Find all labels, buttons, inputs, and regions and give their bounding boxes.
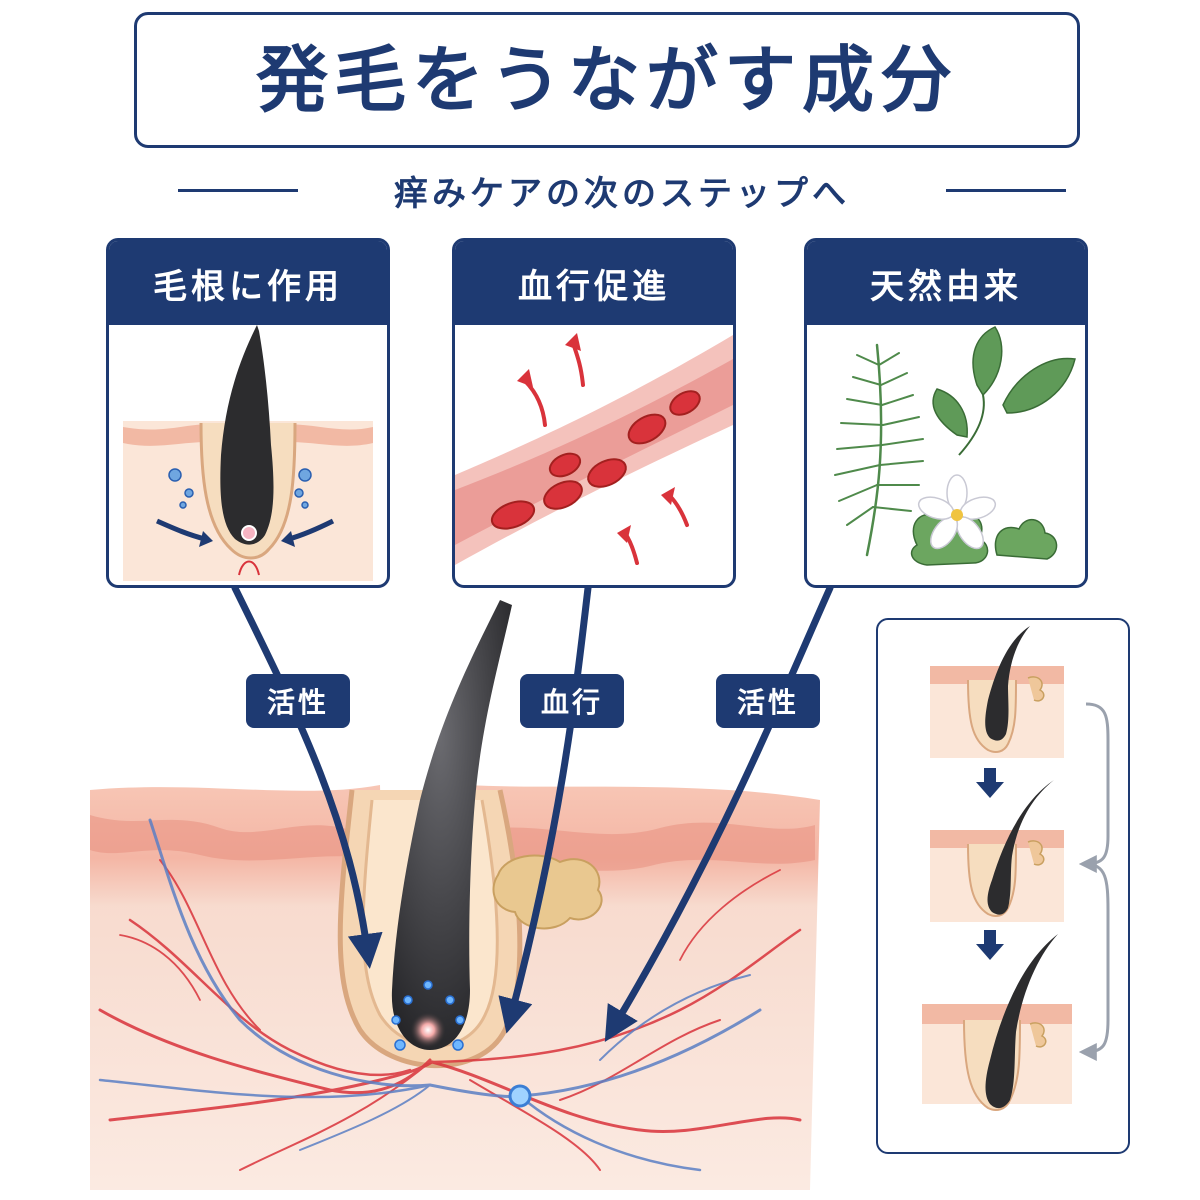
hair-strand (391, 600, 512, 1051)
subtitle-rule-left (178, 188, 298, 192)
hair-growth-cycle-panel (876, 618, 1130, 1154)
card-body-circulation (455, 325, 733, 585)
subtitle: 痒みケアの次のステップへ (394, 173, 850, 214)
hair-follicle-icon (123, 325, 373, 581)
subtitle-rule-right (946, 188, 1066, 192)
herb-icon (834, 326, 1076, 566)
card-natural: 天然由来 (804, 238, 1088, 588)
cycle-stage-3 (922, 934, 1072, 1111)
cycle-return-arrows (1078, 702, 1110, 1061)
card-title-circulation: 血行促進 (455, 241, 733, 325)
card-hair-root: 毛根に作用 (106, 238, 390, 588)
hair-growth-cycle (922, 626, 1110, 1111)
cycle-stage-1 (930, 626, 1064, 758)
card-title-natural: 天然由来 (807, 241, 1085, 325)
cycle-arrow-down-2 (976, 930, 1004, 960)
tag-circulation: 血行 (520, 674, 624, 728)
blood-vessels (98, 859, 802, 1171)
tag-activity-left: 活性 (246, 674, 350, 728)
title-box: 発毛をうながす成分 (134, 12, 1080, 148)
veins (98, 818, 762, 1172)
tag-activity-right: 活性 (716, 674, 820, 728)
connector-arrows (231, 584, 834, 1043)
subtitle-row: 痒みケアの次のステップへ (178, 168, 1066, 214)
card-body-hair-root (109, 325, 387, 585)
card-body-natural (807, 325, 1085, 585)
card-circulation: 血行促進 (452, 238, 736, 588)
cycle-stage-2 (930, 780, 1064, 922)
blood-vessel-icon (455, 333, 733, 565)
card-title-hair-root: 毛根に作用 (109, 241, 387, 325)
vein-node (508, 1084, 532, 1108)
page-title: 発毛をうながす成分 (255, 38, 958, 122)
cycle-arrow-down-1 (976, 768, 1004, 798)
flower (917, 474, 997, 550)
skin-cross-section (90, 785, 820, 1190)
